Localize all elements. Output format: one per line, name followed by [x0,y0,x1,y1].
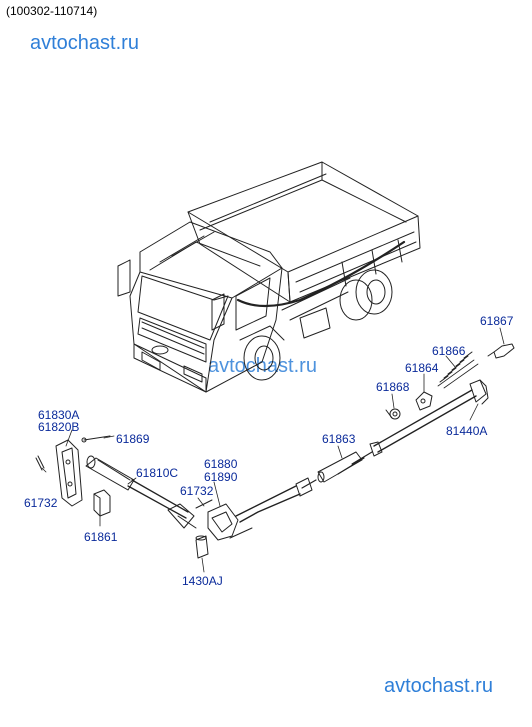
part-label-61869[interactable]: 61869 [116,432,150,446]
part-label-61732-middle[interactable]: 61732 [180,484,214,498]
part-label-61732-left[interactable]: 61732 [24,496,58,510]
spring-and-bracket-parts [385,343,515,420]
part-label-61880[interactable]: 61880 [204,457,238,471]
watermark-middle: avtochast.ru [208,355,317,377]
watermark-bottom: avtochast.ru [384,675,493,697]
part-label-1430AJ[interactable]: 1430AJ [182,574,223,588]
date-range-caption: (100302-110714) [6,4,98,18]
part-label-61864[interactable]: 61864 [405,361,439,375]
part-label-61810C[interactable]: 61810C [136,466,179,480]
part-label-61863[interactable]: 61863 [322,432,356,446]
part-label-61867[interactable]: 61867 [480,314,514,328]
dump-truck-illustration [117,161,421,393]
part-label-61866[interactable]: 61866 [432,344,466,358]
part-label-81440A[interactable]: 81440A [446,424,488,438]
lever-and-cylinder-parts [35,435,213,559]
leader-lines [41,327,505,573]
control-cable-assembly [207,379,489,541]
part-label-61830A[interactable]: 61830A [38,408,80,422]
part-label-61868[interactable]: 61868 [376,380,410,394]
part-label-61890[interactable]: 61890 [204,470,238,484]
watermark-top: avtochast.ru [30,32,139,54]
part-label-61820B[interactable]: 61820B [38,420,80,434]
part-label-61861[interactable]: 61861 [84,530,118,544]
